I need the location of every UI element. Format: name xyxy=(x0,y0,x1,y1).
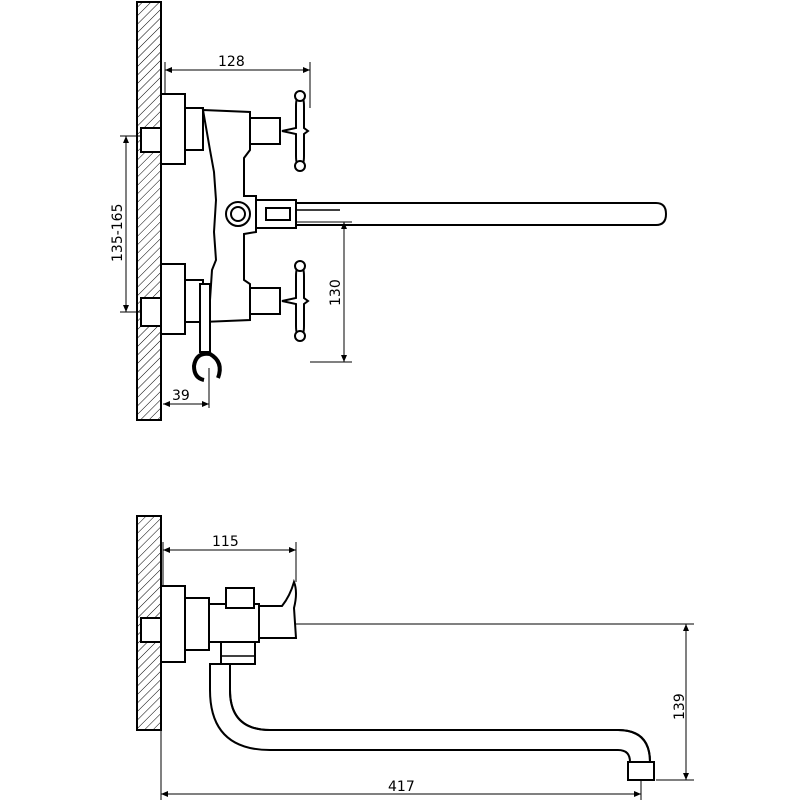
escutcheon-side xyxy=(160,585,186,663)
spout-root-side xyxy=(220,641,256,665)
nut-upper xyxy=(184,107,204,151)
cross-handle-upper xyxy=(281,90,310,172)
valve-cap-side xyxy=(225,587,255,609)
wall-top xyxy=(136,1,162,421)
top-dimensions xyxy=(120,62,352,408)
dim-label-128: 128 xyxy=(218,54,245,70)
eccentric-upper xyxy=(140,127,162,153)
dim-label-139: 139 xyxy=(672,693,688,720)
holder-stem xyxy=(199,283,211,353)
side-dimensions xyxy=(160,542,694,800)
dim-label-417: 417 xyxy=(388,779,415,795)
diverter-knob-inner xyxy=(230,206,246,222)
dim-label-115: 115 xyxy=(212,534,239,550)
side-view xyxy=(136,515,655,781)
escutcheon-lower xyxy=(160,263,186,335)
dim-label-135-165: 135-165 xyxy=(110,204,126,263)
top-view xyxy=(136,1,668,421)
dim-label-130: 130 xyxy=(328,279,344,306)
valve-body-side xyxy=(208,603,260,643)
escutcheon-upper xyxy=(160,93,186,165)
dim-label-39: 39 xyxy=(172,388,190,404)
eccentric-side xyxy=(140,617,162,643)
aerator-side xyxy=(627,761,655,781)
valve-upper xyxy=(249,117,281,145)
handle-side xyxy=(258,578,298,639)
valve-lower xyxy=(249,287,281,315)
holder-hook xyxy=(191,351,222,382)
cross-handle-lower xyxy=(281,260,310,342)
spout-side xyxy=(209,663,651,771)
eccentric-lower xyxy=(140,297,162,327)
spout-collar xyxy=(265,207,291,221)
nut-side xyxy=(184,597,210,651)
spout-top xyxy=(295,202,668,226)
